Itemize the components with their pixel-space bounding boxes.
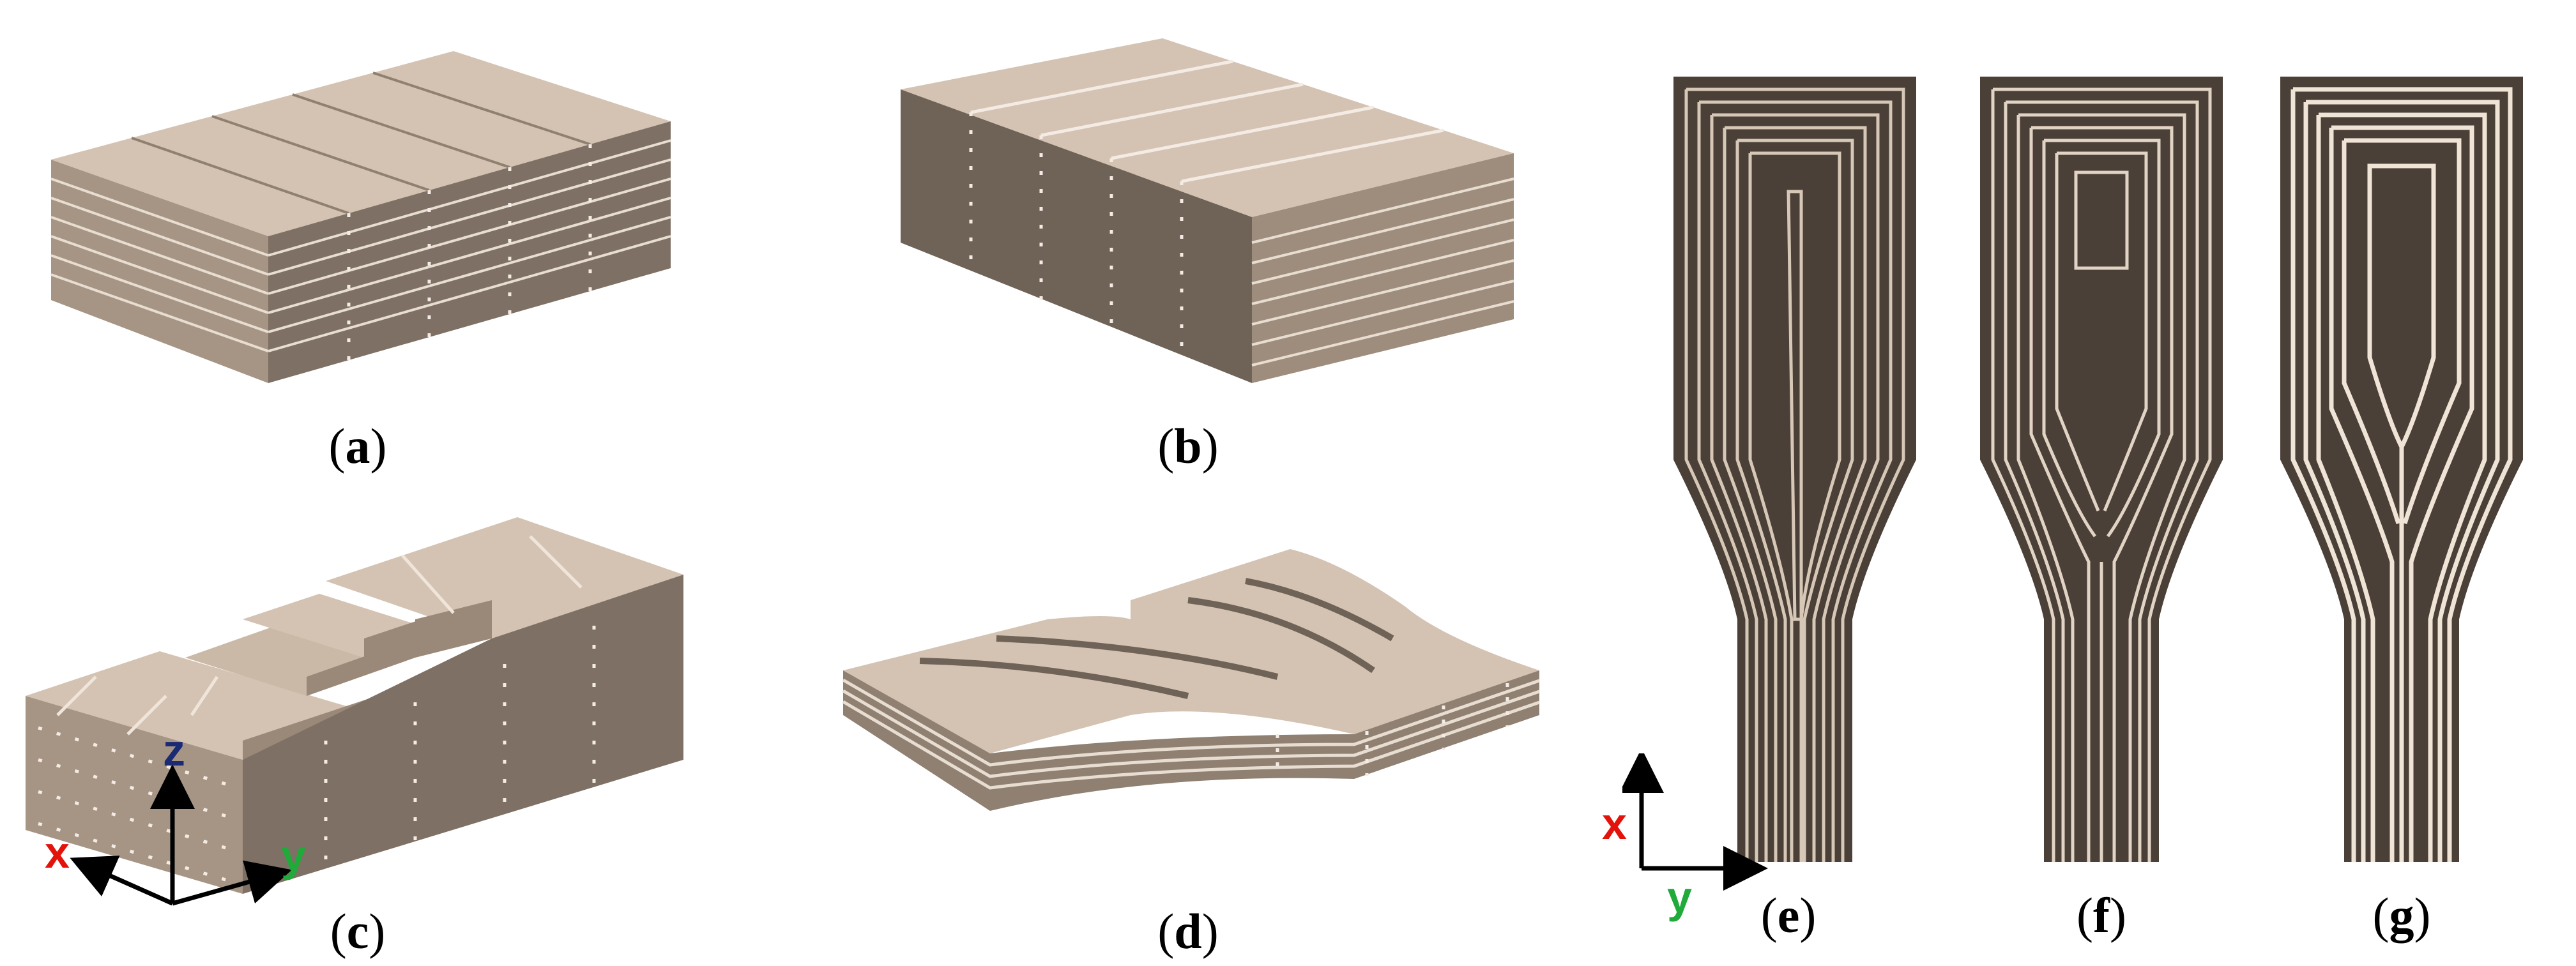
y-axis-label: y	[281, 831, 306, 880]
top-face	[51, 51, 671, 236]
contour-paths	[1684, 87, 1905, 862]
x-axis-label-2d: x	[1602, 799, 1627, 849]
dogbone-outline	[1980, 77, 2223, 862]
axis-arrows-3d	[70, 764, 292, 906]
z-axis-label: z	[163, 725, 185, 775]
front-face	[1252, 153, 1514, 383]
panel-d-drawing	[842, 549, 1540, 811]
riser	[307, 638, 415, 696]
top-surface	[843, 549, 1539, 753]
front-face	[26, 696, 243, 894]
label-f: (f)	[2077, 887, 2126, 943]
label-a: (a)	[328, 418, 387, 474]
panel-a-drawing	[50, 51, 671, 383]
panel-b-block	[875, 26, 1546, 409]
dogbone-outline	[1673, 77, 1916, 862]
label-e: (e)	[1760, 887, 1817, 943]
toolpath-g	[2280, 77, 2523, 862]
contour-paths	[2290, 87, 2513, 862]
axis-triad-2d	[1622, 753, 1776, 913]
toolpath-f	[1980, 77, 2223, 862]
top-face	[901, 38, 1514, 217]
panel-c-block	[19, 485, 722, 907]
side-face	[268, 121, 671, 383]
side-face	[243, 575, 683, 894]
panel-e-toolpath	[1673, 77, 1929, 862]
axis-arrows-2d	[1622, 753, 1768, 891]
raster-lines	[970, 59, 1444, 183]
front-face	[51, 160, 268, 383]
axis-triad-3d	[38, 721, 294, 913]
riser	[415, 600, 492, 658]
diagonal-rasters	[56, 535, 583, 736]
label-d: (d)	[1157, 903, 1219, 959]
front-face	[843, 670, 1539, 811]
layer-lines	[50, 139, 671, 352]
panel-b-drawing	[901, 38, 1514, 383]
bead-dots	[38, 626, 596, 883]
layer-lines	[842, 678, 1540, 790]
y-axis-arrow	[172, 860, 292, 906]
bead-dots	[347, 144, 592, 360]
label-g: (g)	[2372, 887, 2431, 943]
side-face	[901, 89, 1252, 383]
x-axis-label: x	[45, 827, 70, 877]
layer-lines	[1251, 177, 1514, 366]
label-c: (c)	[330, 903, 386, 959]
panel-g-toolpath	[2280, 77, 2536, 862]
step-top-high	[326, 517, 683, 638]
contour-paths	[1991, 87, 2212, 862]
toolpath-e	[1673, 77, 1916, 862]
panel-c-drawing	[26, 517, 683, 894]
panel-a-block	[32, 26, 703, 409]
panel-f-toolpath	[1980, 77, 2236, 862]
raster-grooves	[919, 578, 1394, 699]
x-axis-arrow	[70, 856, 174, 906]
raster-lines	[131, 72, 591, 215]
label-b: (b)	[1157, 418, 1219, 474]
y-axis-label-2d: y	[1667, 872, 1692, 922]
panel-d-block	[830, 524, 1565, 881]
